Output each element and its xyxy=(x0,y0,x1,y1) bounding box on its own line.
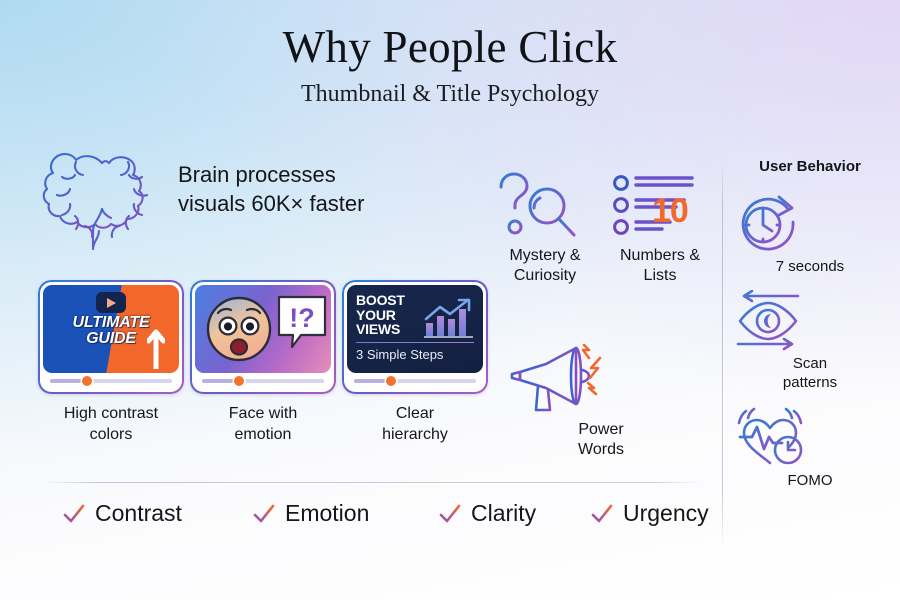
brain-icon xyxy=(42,150,160,252)
progress-bar-1[interactable] xyxy=(50,375,172,386)
thumbnail-captions: High contrast colors Face with emotion C… xyxy=(38,404,498,452)
speech-bubble-icon: !? xyxy=(277,295,327,349)
heart-pulse-clock-icon xyxy=(737,407,803,464)
question-magnifier-icon xyxy=(499,172,576,237)
vertical-divider xyxy=(722,160,724,550)
hook-power-words: Power Words xyxy=(508,338,694,461)
behavior-label-scan: Scan patterns xyxy=(730,354,890,392)
play-button-icon xyxy=(96,292,126,313)
caption-line1: High contrast xyxy=(63,405,159,422)
progress-fill-3 xyxy=(354,379,391,383)
brain-stat-line1: Brain processes xyxy=(178,162,336,187)
overlay-line2: GUIDE xyxy=(86,330,136,348)
brain-stat-line2: visuals 60K× faster xyxy=(178,191,365,217)
clock-timer-icon xyxy=(741,195,795,251)
checklist: Contrast Emotion Clarity Urgency xyxy=(42,500,709,550)
progress-handle-3[interactable] xyxy=(385,375,396,386)
hook-label-line2: Words xyxy=(578,441,624,459)
hook-label-line1: Numbers & xyxy=(619,247,701,264)
thumbnail-caption-3: Clear hierarchy xyxy=(342,404,488,446)
behavior-label-line2: patterns xyxy=(782,374,838,392)
hook-label-line1: Power xyxy=(578,421,624,438)
horizontal-divider xyxy=(42,482,702,484)
thumbnail-overlay-text-3: BOOST YOUR VIEWS xyxy=(356,293,405,337)
hook-label-power-words: Power Words xyxy=(508,420,694,461)
checklist-label: Contrast xyxy=(95,500,182,526)
progress-handle-1[interactable] xyxy=(81,375,92,386)
thumbnail-cards: ULTIMATE GUIDE xyxy=(38,280,498,400)
overlay-line1: ULTIMATE xyxy=(72,314,150,331)
hook-mystery: Mystery & Curiosity xyxy=(490,168,600,287)
progress-bar-2[interactable] xyxy=(202,375,324,386)
shocked-face-icon xyxy=(206,296,272,362)
checklist-item-contrast: Contrast xyxy=(62,500,182,527)
caption-line1: Clear xyxy=(395,405,435,422)
thumbnail-preview-1: ULTIMATE GUIDE xyxy=(43,285,179,373)
progress-bar-3[interactable] xyxy=(354,375,476,386)
checklist-item-clarity: Clarity xyxy=(438,500,536,527)
overlay-line1: BOOST xyxy=(356,292,405,308)
up-arrow-icon xyxy=(147,329,165,369)
checklist-item-urgency: Urgency xyxy=(590,500,709,527)
overlay-line3: VIEWS xyxy=(356,321,401,338)
numbers-badge: 10 xyxy=(652,192,689,230)
behavior-item-fomo: FOMO xyxy=(730,407,890,490)
hooks-group: Mystery & Curiosity 10 Numbers & Lists xyxy=(490,168,710,458)
checklist-label: Clarity xyxy=(471,500,537,526)
overlay-line2: YOUR xyxy=(356,306,396,323)
page-title: Why People Click xyxy=(282,22,618,72)
checklist-item-emotion: Emotion xyxy=(252,500,369,527)
thumbnail-subtitle-3: 3 Simple Steps xyxy=(356,347,444,362)
hook-label-line2: Curiosity xyxy=(513,267,577,285)
numbered-list-icon xyxy=(613,175,694,235)
thumbnail-preview-2: !? xyxy=(195,285,331,373)
header: Why People Click Thumbnail & Title Psych… xyxy=(0,22,900,108)
brain-stat-text: Brain processes visuals 60K× faster xyxy=(178,160,448,218)
progress-handle-2[interactable] xyxy=(233,375,244,386)
behavior-label-time: 7 seconds xyxy=(775,258,845,275)
checklist-label: Urgency xyxy=(623,500,709,526)
progress-fill-2 xyxy=(202,379,239,383)
hook-label-numbers: Numbers & Lists xyxy=(608,246,712,287)
check-icon xyxy=(591,504,613,522)
behavior-label-fomo: FOMO xyxy=(787,471,833,489)
eye-scan-icon xyxy=(736,290,800,351)
caption-line1: Face with xyxy=(228,405,298,422)
check-icon xyxy=(63,504,85,522)
user-behavior-heading: User Behavior xyxy=(759,158,861,175)
check-icon xyxy=(253,504,275,522)
caption-line2: colors xyxy=(89,425,133,443)
page-subtitle: Thumbnail & Title Psychology xyxy=(300,81,600,108)
bar-chart-arrow-icon xyxy=(424,298,473,338)
hook-label-mystery: Mystery & Curiosity xyxy=(490,246,600,287)
hook-label-line1: Mystery & xyxy=(509,247,581,264)
check-icon xyxy=(439,504,461,522)
hook-numbers: 10 Numbers & Lists xyxy=(608,168,712,287)
bubble-text: !? xyxy=(289,303,314,333)
user-behavior-panel: User Behavior 7 seconds Scan pattern xyxy=(730,158,890,490)
thumbnail-card-ultimate-guide[interactable]: ULTIMATE GUIDE xyxy=(38,280,184,394)
thumbnail-overlay-text-1: ULTIMATE GUIDE xyxy=(43,314,179,348)
thumbnail-card-boost-views[interactable]: BOOST YOUR VIEWS 3 Simple Steps xyxy=(342,280,488,394)
behavior-item-scan: Scan patterns xyxy=(730,290,890,392)
brain-stat-block: Brain processes visuals 60K× faster xyxy=(42,150,442,255)
divider-line-card3 xyxy=(356,342,474,344)
behavior-item-time: 7 seconds xyxy=(730,189,890,276)
checklist-label: Emotion xyxy=(285,500,370,526)
thumbnail-caption-1: High contrast colors xyxy=(38,404,184,446)
thumbnail-preview-3: BOOST YOUR VIEWS 3 Simple Steps xyxy=(347,285,483,373)
caption-line2: emotion xyxy=(234,425,292,443)
behavior-label-line1: Scan xyxy=(792,355,828,373)
thumbnail-card-face-emotion[interactable]: !? xyxy=(190,280,336,394)
hook-label-line2: Lists xyxy=(643,267,677,285)
progress-fill-1 xyxy=(50,379,87,383)
megaphone-icon xyxy=(510,343,602,412)
thumbnail-caption-2: Face with emotion xyxy=(190,404,336,446)
caption-line2: hierarchy xyxy=(382,425,448,443)
